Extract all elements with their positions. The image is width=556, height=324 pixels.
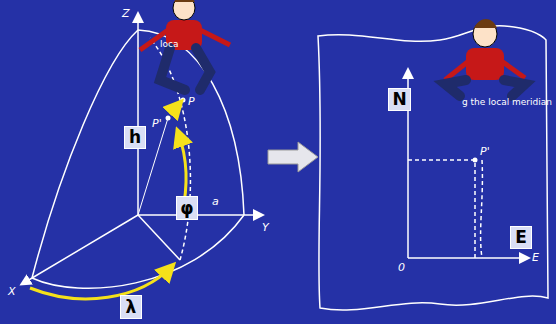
point-label: P' [152,118,162,129]
sitting-man [445,19,525,96]
symbol-text: φ [180,200,193,217]
point-label: P' [480,146,490,157]
jumping-man [140,0,230,90]
point-label: P [188,96,195,107]
symbol-box: h [124,126,146,149]
symbol-text: h [129,129,141,146]
yellow-arrows [30,103,186,299]
symbol-box: φ [176,196,198,220]
origin-label: 0 [398,262,405,273]
symbol-text: λ [126,299,137,316]
symbol-text: N [392,91,406,108]
axis-label: Z [122,8,130,19]
semi-axis-label: a [212,196,219,207]
ellipsoid [22,14,262,288]
symbol-text: E [515,229,527,246]
meridian-label: g the local meridian [462,98,552,107]
symbol-box: N [388,88,411,111]
meridian-label: loca [160,40,178,49]
symbol-box: λ [120,295,142,319]
map-sheet [318,26,548,310]
axis-label: Y [262,222,269,233]
axis-label: E [532,252,539,263]
axis-label: X [8,286,16,297]
transform-arrow [268,142,318,172]
symbol-box: E [510,226,532,249]
